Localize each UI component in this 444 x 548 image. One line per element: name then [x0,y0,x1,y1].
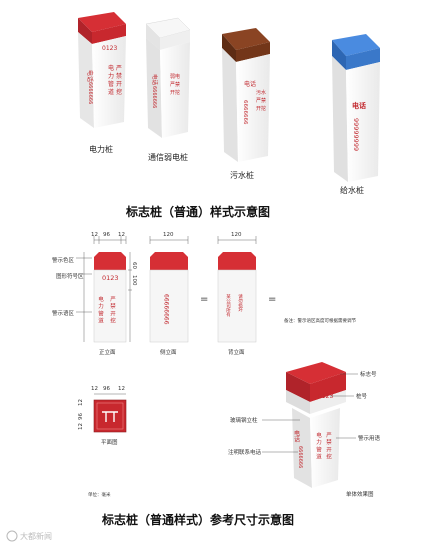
post-telecom-label: 通信弱电桩 [148,152,188,162]
post-power: 0123 电话 6666666 电 力 管 道 严 禁 开 挖 [78,12,126,128]
callout-warning-text: 警示用语 [358,434,381,442]
plan-dim-3: 12 [118,386,125,392]
front-dim-1: 12 [91,232,98,238]
plan-dim-side-3: 12 [78,423,84,430]
post-sewage-phone-label: 电话 [244,80,256,88]
post-power-char-1: 电 [108,64,114,72]
iso-phone: 6666666 [297,446,303,468]
post-power-number: 0123 [102,45,117,52]
side-elevation: 120 66666666 侧立面 [149,232,189,356]
post-water-phone-label: 电话 [352,101,366,110]
post-power-label: 电力桩 [89,144,113,154]
iso-text-a: 电 力 管 道 [315,431,322,461]
back-label: 背立面 [228,348,245,356]
pipe-symbol-icon [102,411,118,422]
side-dim-top: 120 [163,232,174,238]
plan-view: 12 96 12 12 96 12 平面图 [78,386,127,446]
post-sewage-phone: 6666666 [242,100,248,125]
post-telecom-phone-label: 电话 [151,74,159,86]
front-text-a: 电 力 管 道 [97,295,104,325]
zone-label-warning-color: 警示色区 [52,256,75,264]
front-number: 0123 [102,274,119,282]
iso-number: 0123 [318,393,333,400]
post-telecom-text-3: 开挖 [170,89,180,96]
post-power-char-8: 挖 [116,88,122,96]
post-power-char-4: 道 [108,88,114,96]
post-sewage-label: 污水桩 [230,170,254,180]
watermark-logo-icon [6,530,18,542]
post-telecom-text-2: 严禁 [170,82,180,88]
callout-frp-post: 玻璃钢立柱 [230,416,258,424]
front-text-b: 严 禁 开 挖 [109,296,116,324]
post-sewage-text-1: 污水 [256,89,266,96]
post-water-phone: 99999999 [352,118,360,151]
watermark: 大都新闻 [6,530,52,542]
iso-view: 0123 电话 6666666 电 力 管 道 严 禁 开 挖 标志号 桩号 玻… [228,362,381,498]
note: 备注：警示语区高度可根据需要调节 [284,317,356,324]
zone-label-symbol: 图形符号区 [56,272,84,280]
front-dim-2: 96 [103,232,110,238]
side-label: 侧立面 [160,348,177,356]
post-sewage: 电话 6666666 污水 严禁 开挖 [222,28,270,162]
post-water-label: 给水桩 [340,185,364,195]
post-sewage-text-2: 严禁 [256,98,266,104]
post-power-char-2: 力 [108,72,114,80]
callout-post-number: 桩号 [356,392,368,400]
post-telecom: 电话 6666666 弱电 严禁 开挖 [145,17,191,138]
equals-sign-1: = [200,294,208,305]
plan-dim-side-1: 12 [78,399,84,406]
zone-label-warning-text: 警示语区 [52,309,75,317]
post-power-char-3: 管 [108,80,114,88]
back-text-b: 请勿损坏 [238,293,243,314]
side-phone: 66666666 [163,294,170,325]
iso-label: 单体效果图 [346,490,374,498]
post-telecom-phone: 6666666 [151,86,157,108]
watermark-text: 大都新闻 [20,531,52,541]
front-elevation: 12 96 12 0123 电 力 管 道 严 禁 开 挖 60 100 正立面 [83,232,137,356]
post-power-phone: 6666666 [87,82,93,104]
bottom-caption: 标志桩（普通样式）参考尺寸示意图 [101,512,294,527]
callout-phone: 注明联系电话 [228,448,262,456]
post-power-char-5: 严 [116,65,122,72]
post-telecom-text-1: 弱电 [170,73,180,80]
plan-dim-side-2: 96 [78,413,84,420]
plan-dim-1: 12 [91,386,98,392]
post-power-phone-label: 电话 [86,70,94,82]
front-dim-side-1: 60 [131,262,137,269]
back-text-a: 某公司所有 [226,294,231,318]
top-caption: 标志桩（普通）样式示意图 [125,204,270,219]
front-dim-side-2: 100 [131,275,137,286]
unit-note: 单位：毫米 [88,491,111,498]
post-power-char-6: 禁 [116,73,122,80]
back-elevation: 120 某公司所有 请勿损坏 背立面 [217,232,257,356]
plan-dim-2: 96 [103,386,110,392]
plan-label: 平面图 [101,438,118,446]
front-dim-3: 12 [118,232,125,238]
post-power-char-7: 开 [116,81,122,88]
equals-sign-2: = [268,294,276,305]
iso-phone-label: 电话 [293,429,300,443]
post-sewage-text-3: 开挖 [256,105,266,112]
callout-sign-number: 标志号 [360,370,377,378]
front-label: 正立面 [99,348,116,356]
iso-text-b: 严 禁 开 挖 [325,432,332,460]
back-dim-top: 120 [231,232,242,238]
post-water: 电话 99999999 [332,34,380,182]
